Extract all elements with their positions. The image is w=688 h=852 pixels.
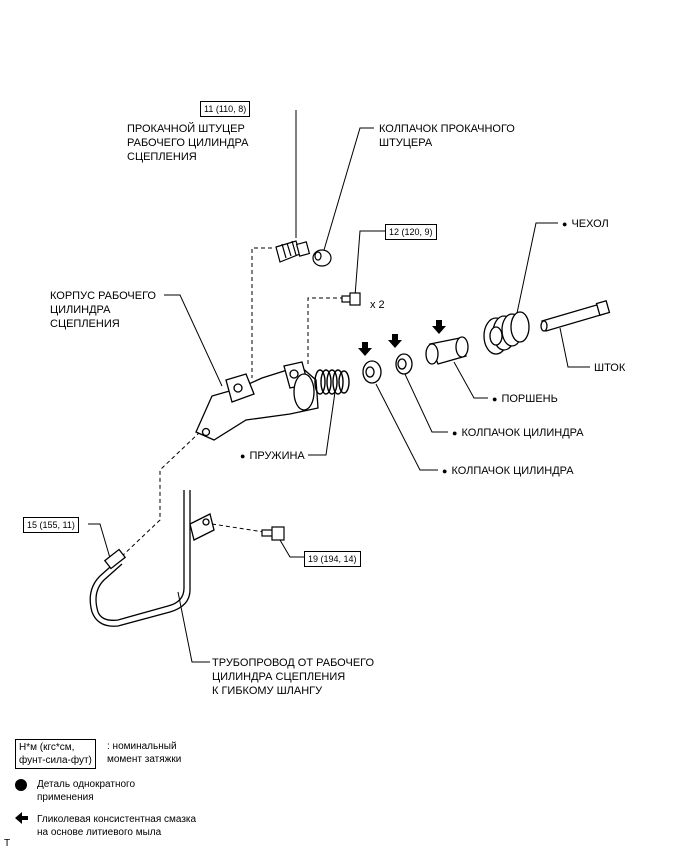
bleeder-plug-part — [275, 240, 311, 263]
cylinder-cup-inner-part — [395, 353, 413, 375]
grease-arrow-legend-icon — [15, 812, 28, 824]
leader-push-rod — [559, 327, 590, 368]
leader-bleeder-cap — [323, 127, 374, 251]
bleeder-cap-part — [312, 249, 332, 267]
piston-part — [425, 336, 469, 365]
legend-torque-box: Н*м (кгс*см, фунт-сила-фут) — [15, 739, 96, 769]
label-tube: ТРУБОПРОВОД ОТ РАБОЧЕГО ЦИЛИНДРА СЦЕПЛЕН… — [212, 657, 375, 697]
leader-tube-nut — [88, 523, 111, 559]
non-reusable-dot-icon — [15, 779, 27, 791]
leader-bracket-bolt — [279, 539, 304, 558]
leader-spring — [308, 391, 336, 456]
clutch-cylinder-body — [195, 361, 319, 441]
leader-tube — [177, 591, 210, 663]
legend-torque-desc: : номинальный момент затяжки — [107, 741, 182, 765]
bracket-bolt-part — [261, 526, 285, 541]
leader-bolt-torque — [354, 230, 385, 297]
label-boot-text: ЧЕХОЛ — [571, 218, 609, 230]
torque-bleeder-box: 11 (110, 8) — [200, 101, 251, 117]
torque-tube-nut-box: 15 (155, 11) — [23, 517, 79, 533]
grease-arrow-icons — [358, 320, 446, 356]
leader-cylinder-body — [164, 294, 223, 387]
label-piston-text: ПОРШЕНЬ — [501, 393, 558, 405]
label-push-rod: ШТОК — [594, 362, 626, 374]
cylinder-cup-outer-part — [362, 360, 382, 384]
tube-part — [89, 490, 191, 627]
label-cylinder-cup-outer: ●КОЛПАЧОК ЦИЛИНДРА — [442, 465, 574, 477]
label-bolt-qty: x 2 — [370, 299, 385, 311]
dash-bracket — [211, 523, 265, 533]
leader-piston — [453, 361, 488, 399]
label-cup-outer-text: КОЛПАЧОК ЦИЛИНДРА — [451, 465, 574, 477]
tube-bracket-part — [189, 513, 215, 541]
torque-bolt-box: 12 (120, 9) — [385, 224, 437, 240]
boot-part — [483, 311, 530, 355]
torque-bracket-bolt-box: 19 (194, 14) — [304, 551, 361, 567]
leader-cup-outer — [375, 383, 438, 471]
label-piston: ●ПОРШЕНЬ — [492, 393, 558, 405]
label-cylinder-body: КОРПУС РАБОЧЕГО ЦИЛИНДРА СЦЕПЛЕНИЯ — [50, 290, 156, 330]
dash-bolt — [307, 297, 344, 366]
label-cup-inner-text: КОЛПАЧОК ЦИЛИНДРА — [461, 427, 584, 439]
label-bleeder-plug: ПРОКАЧНОЙ ШТУЦЕР РАБОЧЕГО ЦИЛИНДРА СЦЕПЛ… — [127, 123, 249, 163]
label-bleeder-cap: КОЛПАЧОК ПРОКАЧНОГО ШТУЦЕРА — [379, 123, 515, 149]
leader-boot — [515, 222, 558, 319]
leader-cup-inner — [403, 371, 448, 433]
push-rod-part — [540, 300, 611, 332]
cylinder-bolt-part — [341, 292, 361, 306]
label-spring-text: ПРУЖИНА — [249, 450, 305, 462]
label-cylinder-cup-inner: ●КОЛПАЧОК ЦИЛИНДРА — [452, 427, 584, 439]
legend-non-reusable: Деталь однократного применения — [37, 779, 136, 803]
label-boot: ●ЧЕХОЛ — [562, 218, 609, 230]
dash-bleeder — [251, 247, 272, 378]
legend-grease: Гликолевая консистентная смазка на основ… — [37, 814, 197, 838]
dash-tube — [119, 431, 201, 559]
corner-mark: T — [4, 838, 11, 849]
label-spring: ●ПРУЖИНА — [240, 450, 305, 462]
spring-part — [314, 369, 350, 395]
